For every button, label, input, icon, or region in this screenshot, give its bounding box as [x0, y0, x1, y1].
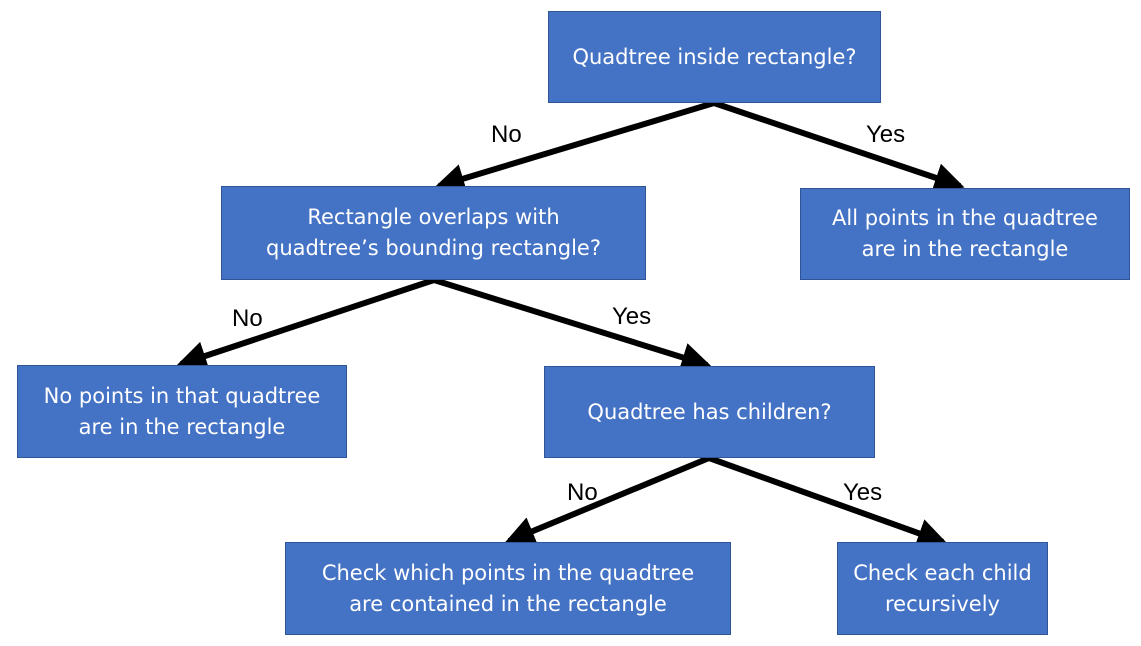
node-all-points-in-rectangle: All points in the quadtree are in the re…	[800, 188, 1130, 280]
arrow-inside-to-all-points	[713, 100, 965, 193]
arrow-inside-to-overlaps	[434, 100, 715, 194]
edge-label-overlaps-yes: Yes	[612, 303, 652, 330]
node-check-each-child: Check each child recursively	[837, 542, 1048, 635]
arrow-overlaps-to-no-points	[176, 277, 435, 371]
node-quadtree-inside-rectangle: Quadtree inside rectangle?	[548, 11, 881, 103]
edge-label-inside-no: No	[491, 121, 522, 148]
edge-label-inside-yes: Yes	[866, 121, 906, 148]
node-rectangle-overlaps: Rectangle overlaps with quadtree’s bound…	[221, 186, 646, 280]
arrow-children-to-check-points	[504, 455, 711, 546]
edge-label-overlaps-no: No	[232, 305, 263, 332]
node-check-which-points: Check which points in the quadtree are c…	[285, 542, 731, 635]
arrow-children-to-check-children	[707, 455, 948, 548]
arrow-overlaps-to-has-children	[433, 277, 712, 372]
node-no-points-in-rectangle: No points in that quadtree are in the re…	[17, 365, 347, 458]
edge-label-children-no: No	[567, 479, 598, 506]
edge-label-children-yes: Yes	[843, 479, 883, 506]
node-quadtree-has-children: Quadtree has children?	[544, 366, 875, 458]
